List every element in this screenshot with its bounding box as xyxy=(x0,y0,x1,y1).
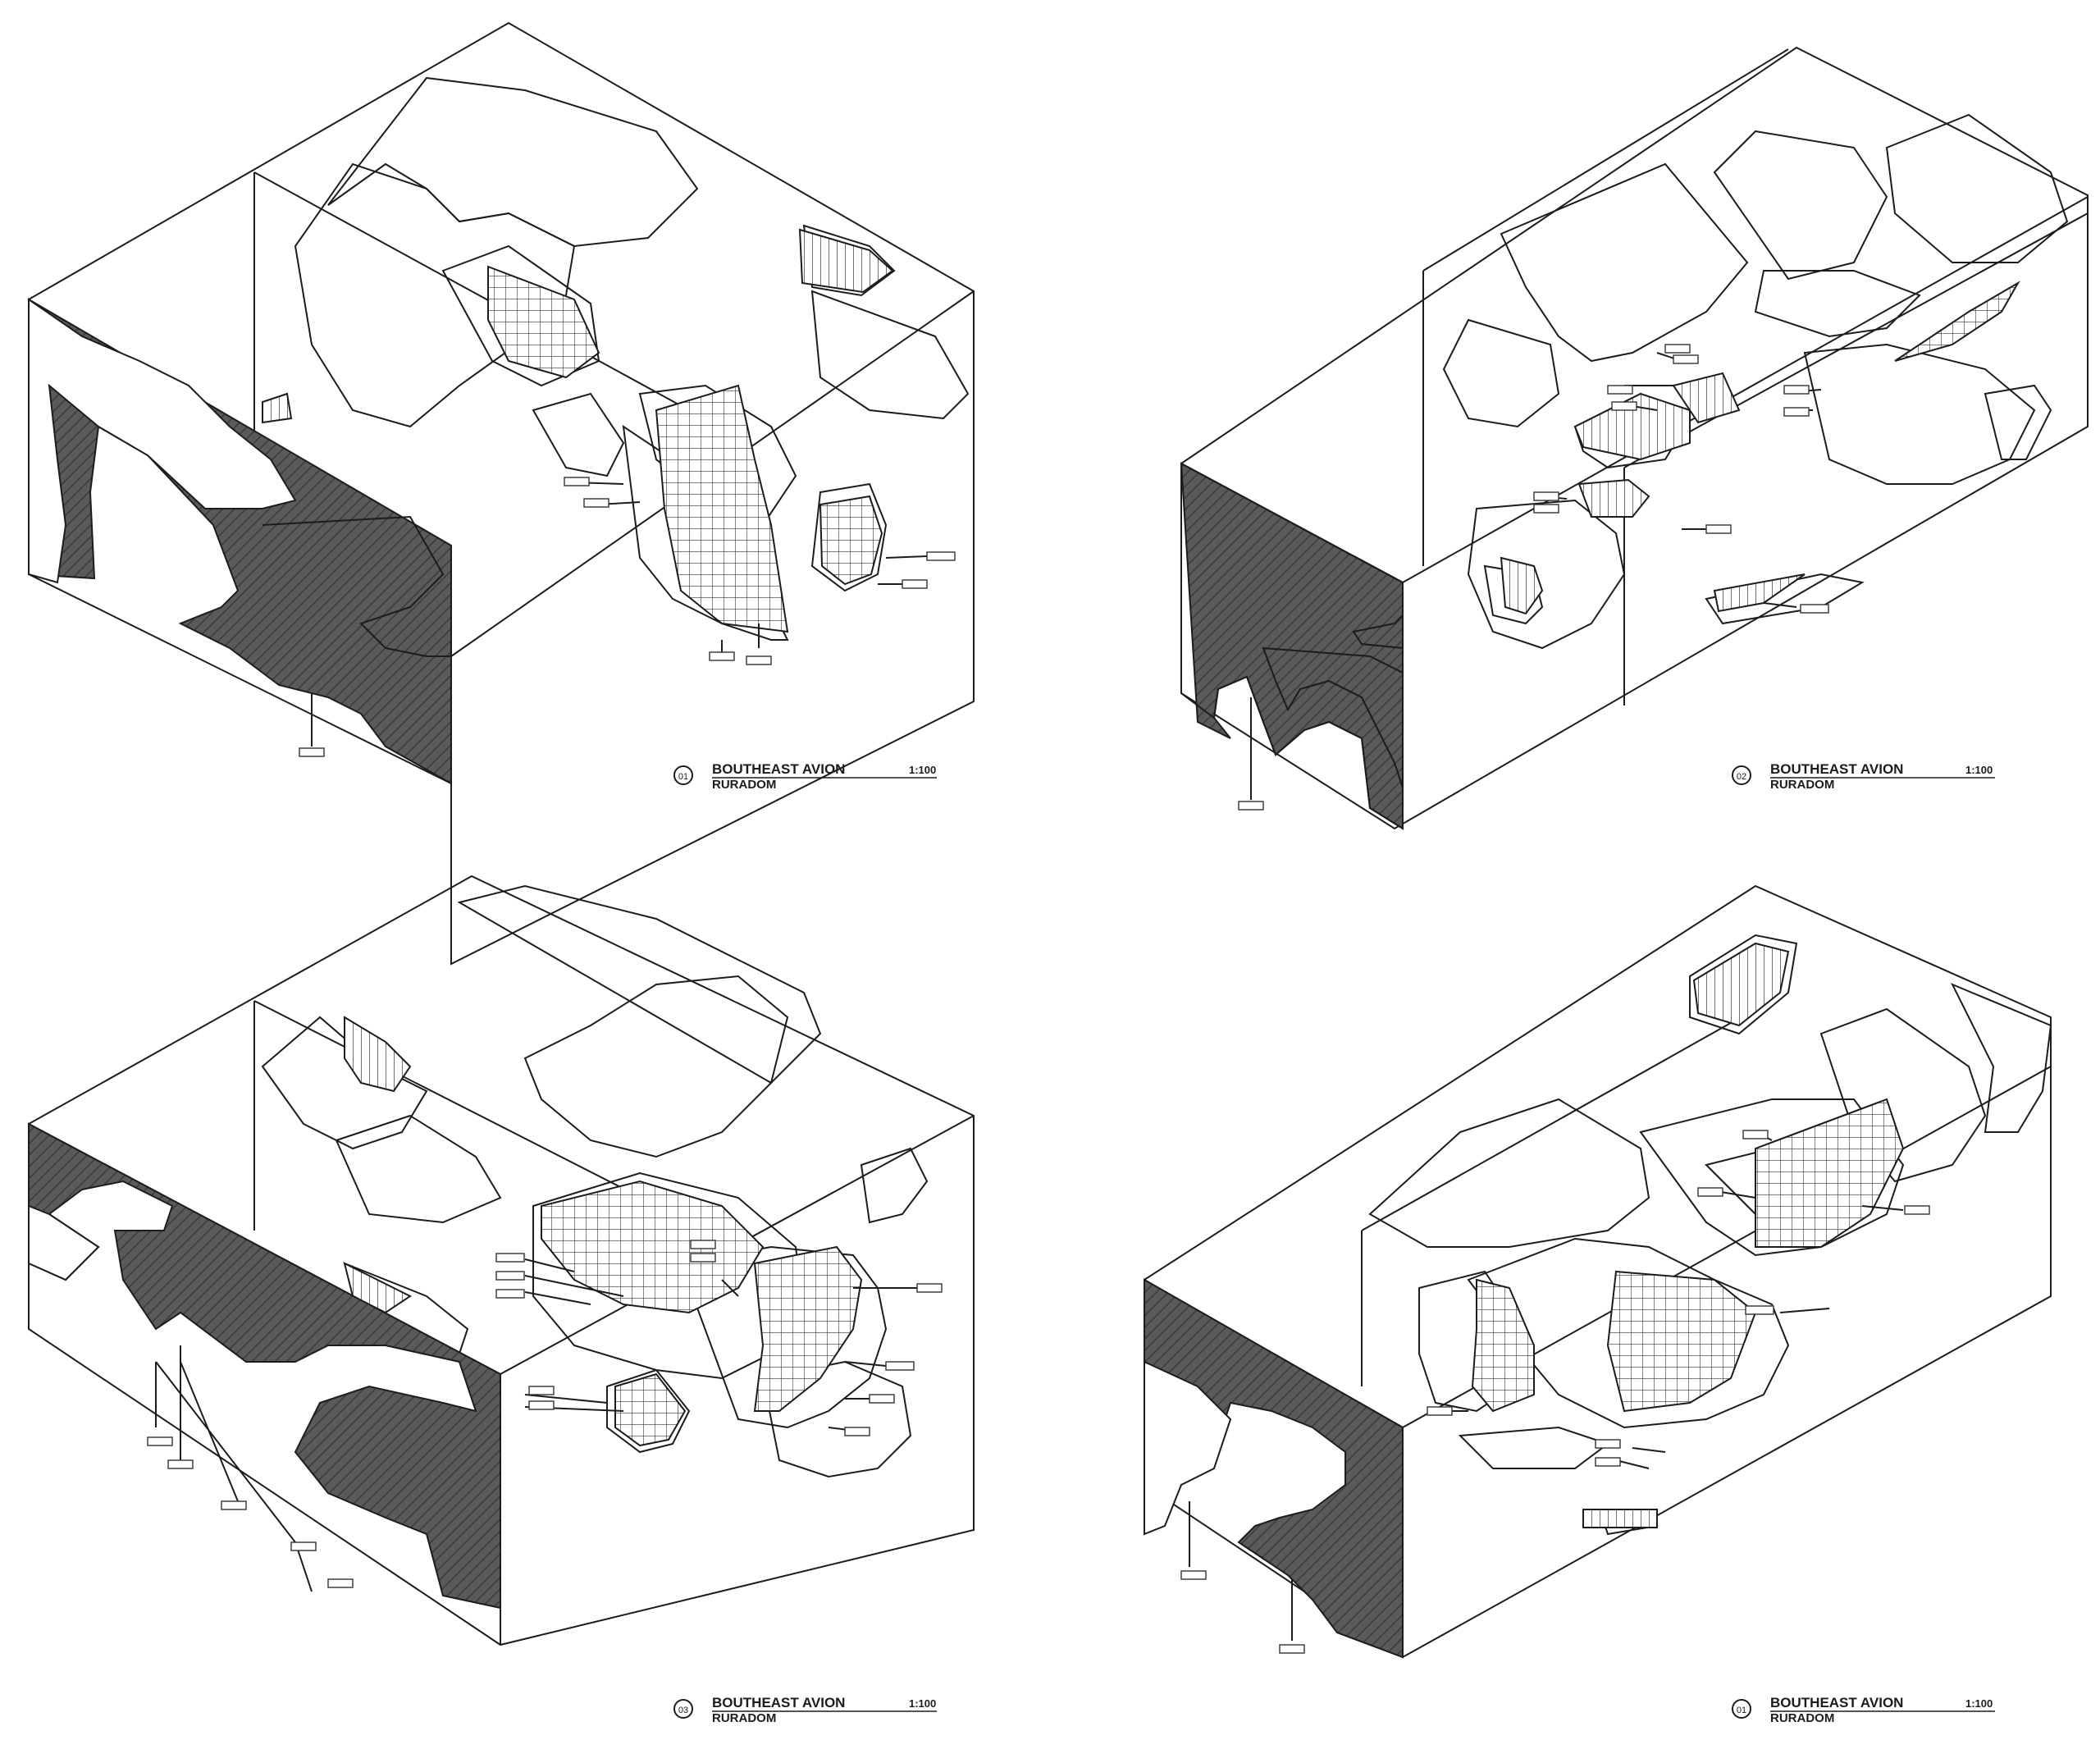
title-line-1: BOUTHEAST AVION xyxy=(712,761,845,777)
drawing-number-circle-icon xyxy=(673,765,693,785)
drawing-number: 01 xyxy=(1737,1706,1746,1715)
title-line-2: RURADOM xyxy=(712,778,776,792)
drawing-number-circle-icon xyxy=(673,1699,693,1719)
panel-1-axonometric xyxy=(27,21,975,966)
scale-label: 1:100 xyxy=(1965,1697,1993,1710)
callout-tags xyxy=(147,344,1930,1654)
scale-label: 1:100 xyxy=(909,764,936,776)
drawing-number-circle-icon xyxy=(1732,765,1751,785)
title-line-2: RURADOM xyxy=(1770,778,1834,792)
title-line-1: BOUTHEAST AVION xyxy=(712,1695,845,1710)
drawing-number: 01 xyxy=(678,772,688,782)
drawing-number: 02 xyxy=(1737,772,1746,782)
title-line-2: RURADOM xyxy=(712,1711,776,1725)
title-line-1: BOUTHEAST AVION xyxy=(1770,761,1903,777)
scale-label: 1:100 xyxy=(909,1697,936,1710)
title-block-3: 03 BOUTHEAST AVION RURADOM 1:100 xyxy=(673,1695,937,1725)
title-line-1: BOUTHEAST AVION xyxy=(1770,1695,1903,1710)
panel-3-axonometric xyxy=(28,875,975,1646)
title-block-1: 01 BOUTHEAST AVION RURADOM 1:100 xyxy=(673,761,937,792)
drawing-number-circle-icon xyxy=(1732,1699,1751,1719)
drawing-number: 03 xyxy=(678,1706,688,1715)
title-line-2: RURADOM xyxy=(1770,1711,1834,1725)
panel-2-axonometric xyxy=(1180,46,2089,830)
title-block-4: 01 BOUTHEAST AVION RURADOM 1:100 xyxy=(1732,1695,1995,1725)
title-block-2: 02 BOUTHEAST AVION RURADOM 1:100 xyxy=(1732,761,1995,792)
scale-label: 1:100 xyxy=(1965,764,1993,776)
panel-4-axonometric xyxy=(1144,884,2052,1659)
